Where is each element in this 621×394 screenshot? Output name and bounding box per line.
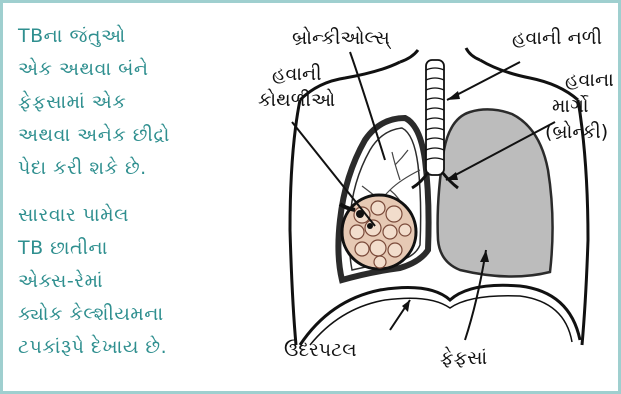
label-airways-line3: (બ્રોન્કી) <box>545 120 608 145</box>
info-line: ફેફસામાં એક <box>18 86 238 119</box>
info-line: સારવાર પામેલ <box>18 199 238 232</box>
info-line: ટપકાંરૂપે દેખાય છે. <box>18 331 238 364</box>
info-line: પેદા કરી શકે છે. <box>18 152 238 185</box>
info-line: TB છાતીના <box>18 232 238 265</box>
info-line: TBના જંતુઓ <box>18 20 238 53</box>
label-air-sacs-line1: હવાની <box>272 62 322 87</box>
label-airways-line2: માર્ગો <box>552 94 589 119</box>
right-lung <box>438 109 553 276</box>
diaphragm <box>300 285 580 345</box>
info-line: એક અથવા બંને <box>18 53 238 86</box>
tb-info-text: TBના જંતુઓ એક અથવા બંને ફેફસામાં એક અથવા… <box>18 20 238 378</box>
info-paragraph-1: TBના જંતુઓ એક અથવા બંને ફેફસામાં એક અથવા… <box>18 20 238 185</box>
air-sac-magnified <box>340 195 416 269</box>
info-line: એક્સ-રેમાં <box>18 265 238 298</box>
label-bronchioles: બ્રોન્કીઓલ્સ્ <box>292 26 390 51</box>
label-airways-line1: હવાના <box>565 68 614 93</box>
label-windpipe: હવાની નળી <box>512 26 602 51</box>
neck-right <box>466 48 480 60</box>
info-line: અથવા અનેક છીદ્રો <box>18 119 238 152</box>
neck-left <box>400 50 418 62</box>
label-lungs: ફેફસાં <box>440 346 487 371</box>
info-line: ક્યોક કેલ્શીયમના <box>18 298 238 331</box>
info-paragraph-2: સારવાર પામેલ TB છાતીના એક્સ-રેમાં ક્યોક … <box>18 199 238 364</box>
label-air-sacs-line2: કોથળીઓ <box>258 88 335 113</box>
torso-left-side <box>290 100 300 345</box>
label-diaphragm: ઉદરપટલ <box>284 338 357 363</box>
lungs-diagram <box>240 0 621 394</box>
